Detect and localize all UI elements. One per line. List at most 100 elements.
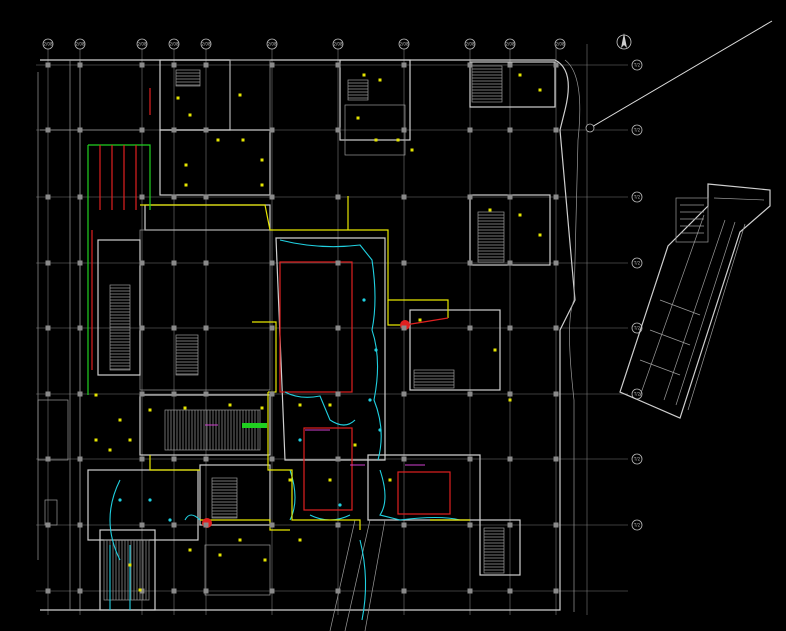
axis-bubble-right: T/2 (631, 59, 643, 71)
column (553, 456, 559, 462)
column (507, 391, 513, 397)
stair (175, 69, 201, 87)
device-marker (356, 116, 360, 120)
axis-label-top: 2/08 (334, 42, 343, 47)
stair (483, 527, 505, 574)
column (77, 391, 83, 397)
axis-bubble-right: T/2 (631, 388, 643, 400)
device-marker (128, 438, 132, 442)
column (269, 522, 275, 528)
device-marker (374, 138, 378, 142)
column (335, 325, 341, 331)
column (335, 588, 341, 594)
column (203, 391, 209, 397)
column (269, 588, 275, 594)
column (139, 260, 145, 266)
stair (477, 211, 505, 263)
device-marker (518, 73, 522, 77)
column (77, 522, 83, 528)
column (45, 127, 51, 133)
axis-label-top: 2/08 (138, 42, 147, 47)
column (45, 588, 51, 594)
column (171, 391, 177, 397)
column (77, 62, 83, 68)
column (401, 260, 407, 266)
device-marker (108, 448, 112, 452)
column (507, 325, 513, 331)
column (467, 588, 473, 594)
column (401, 522, 407, 528)
column (77, 194, 83, 200)
column (507, 194, 513, 200)
device-marker (288, 478, 292, 482)
column (45, 260, 51, 266)
column (203, 325, 209, 331)
column (401, 194, 407, 200)
column (553, 127, 559, 133)
axis-label-top: 2/08 (44, 42, 53, 47)
device-marker (94, 393, 98, 397)
column (507, 456, 513, 462)
column (467, 325, 473, 331)
device-marker (298, 538, 302, 542)
column (467, 260, 473, 266)
column (467, 62, 473, 68)
device-marker (418, 318, 422, 322)
electrical-devices (94, 73, 542, 592)
column (171, 260, 177, 266)
axis-bubble-top: 2/08 (554, 38, 566, 50)
device-marker (396, 138, 400, 142)
column (203, 588, 209, 594)
leader-line (589, 20, 773, 129)
axis-label-right: T/2 (633, 63, 641, 68)
device-marker (263, 558, 267, 562)
column (139, 391, 145, 397)
device-marker (260, 183, 264, 187)
device-marker (148, 408, 152, 412)
stair (211, 477, 238, 519)
axis-bubble-top: 2/08 (332, 38, 344, 50)
column (269, 325, 275, 331)
stair (347, 79, 369, 101)
column (553, 325, 559, 331)
device-marker-cyan (118, 498, 122, 502)
column (171, 127, 177, 133)
column (171, 456, 177, 462)
axis-label-right: T/2 (633, 128, 641, 133)
axis-bubble-right: T/2 (631, 124, 643, 136)
device-marker (94, 438, 98, 442)
column (335, 127, 341, 133)
column (335, 522, 341, 528)
column (139, 62, 145, 68)
axis-label-top: 2/08 (202, 42, 211, 47)
column (269, 391, 275, 397)
column (139, 127, 145, 133)
column (335, 260, 341, 266)
column (139, 522, 145, 528)
column (467, 194, 473, 200)
green-lighting-lines (87, 144, 267, 428)
device-marker (538, 88, 542, 92)
column (45, 522, 51, 528)
device-marker (260, 158, 264, 162)
column (553, 260, 559, 266)
device-marker (188, 113, 192, 117)
column (335, 391, 341, 397)
device-marker (216, 138, 220, 142)
column (507, 127, 513, 133)
column (467, 522, 473, 528)
column (203, 62, 209, 68)
column (171, 588, 177, 594)
column (203, 522, 209, 528)
stair (109, 284, 131, 371)
device-marker (298, 403, 302, 407)
device-marker-cyan (168, 518, 172, 522)
column (335, 194, 341, 200)
axis-label-right: T/2 (633, 326, 641, 331)
device-marker (184, 163, 188, 167)
device-marker (238, 538, 242, 542)
device-marker (493, 348, 497, 352)
column (269, 62, 275, 68)
device-marker (228, 403, 232, 407)
